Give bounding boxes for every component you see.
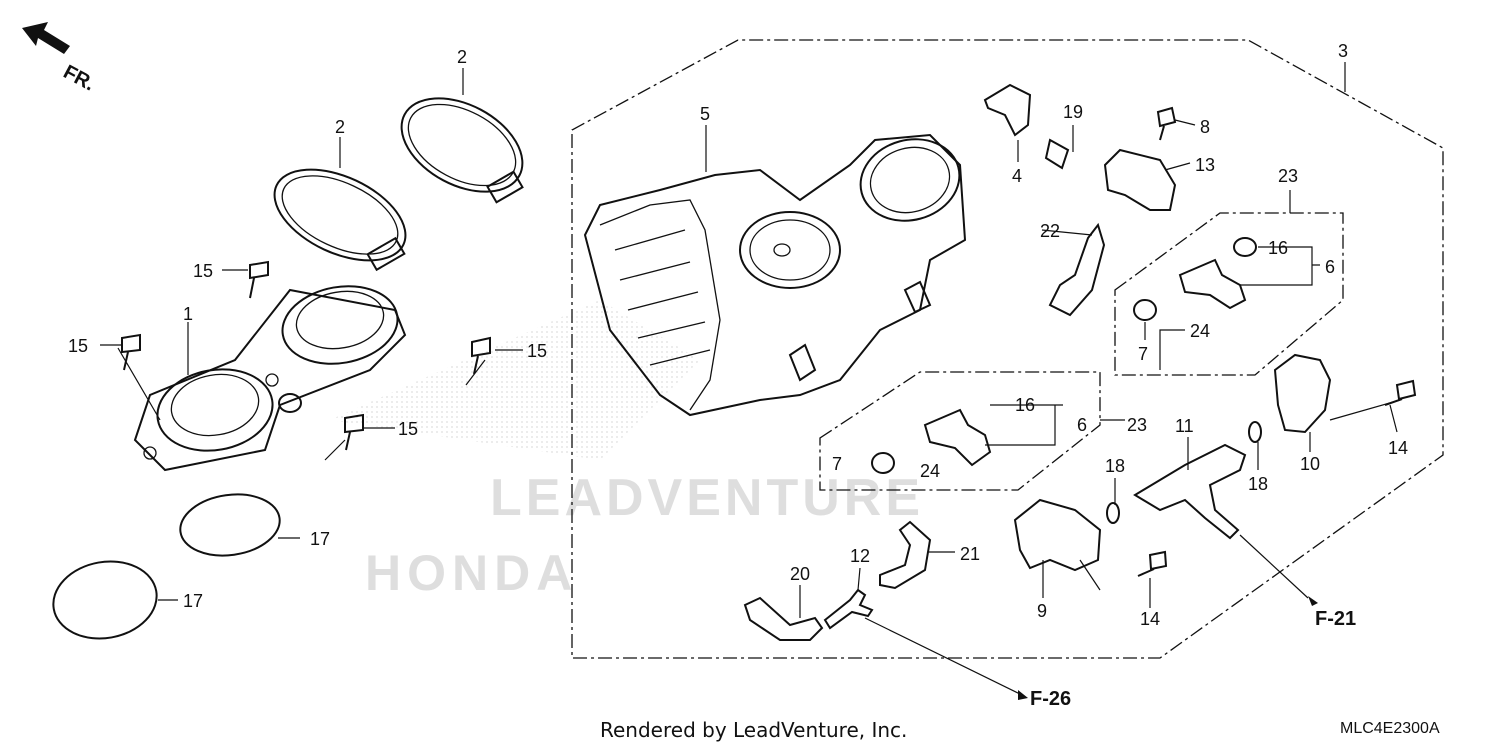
- throttle-body-part-5: [583, 133, 967, 417]
- callout-16-lower: 16: [1015, 395, 1035, 415]
- callout-7-upper: 7: [1138, 344, 1148, 364]
- o-ring-part-16-upper: [1233, 237, 1257, 257]
- callout-16-upper: 16: [1268, 238, 1288, 258]
- callout-17-upper: 17: [310, 529, 330, 549]
- callout-13: 13: [1195, 155, 1215, 175]
- callout-15-d: 15: [398, 419, 418, 439]
- callout-21: 21: [960, 544, 980, 564]
- clamp-part-2-lower: [273, 168, 407, 272]
- injector-subassembly-outline-upper: [1114, 212, 1344, 376]
- callout-17-lower: 17: [183, 591, 203, 611]
- clamp-part-2-upper: [400, 97, 524, 204]
- holder-part-9: [1013, 498, 1102, 572]
- injector-part-6-lower: [923, 408, 992, 467]
- injector-subassembly-outline-lower: [819, 371, 1101, 491]
- callout-24-upper: 24: [1190, 321, 1210, 341]
- bolt-part-19: [1044, 138, 1070, 170]
- callout-11: 11: [1175, 416, 1194, 436]
- washer-part-7-lower: [871, 452, 895, 474]
- callout-24-lower: 24: [920, 461, 940, 481]
- holder-part-10: [1273, 353, 1332, 434]
- hose-part-22: [1048, 222, 1106, 317]
- hose-part-21: [879, 520, 932, 590]
- reference-f26[interactable]: F-26: [1030, 688, 1071, 710]
- watermark-group: LEADVENTURE HONDA: [330, 300, 924, 601]
- front-direction-arrow: FR.: [22, 22, 98, 96]
- o-ring-part-18-left: [1106, 502, 1120, 524]
- callout-6-lower: 6: [1077, 415, 1087, 435]
- callout-2-upper: 2: [457, 47, 467, 67]
- front-label: FR.: [60, 61, 99, 96]
- callout-14-lower: 14: [1140, 609, 1160, 629]
- bolt-part-8: [1156, 106, 1177, 141]
- callout-14-right: 14: [1388, 438, 1408, 458]
- callout-20: 20: [790, 564, 810, 584]
- callout-10: 10: [1300, 454, 1320, 474]
- sensor-part-13: [1103, 148, 1177, 211]
- honda-wing-logo: [330, 300, 700, 460]
- washer-part-7-upper: [1133, 299, 1157, 321]
- joint-part-12: [823, 588, 874, 630]
- callout-8: 8: [1200, 117, 1210, 137]
- leadventure-watermark: LEADVENTURE: [490, 469, 924, 527]
- arrow-head-f26: [1018, 690, 1028, 700]
- callout-5: 5: [700, 104, 710, 124]
- bracket-part-4: [983, 83, 1032, 137]
- callout-18-right: 18: [1248, 474, 1268, 494]
- callout-3: 3: [1338, 41, 1348, 61]
- throttle-body-assembly-outline: [571, 39, 1444, 659]
- injector-part-6-upper: [1178, 258, 1247, 310]
- o-ring-part-18-right: [1248, 421, 1262, 443]
- callout-15-c: 15: [527, 341, 547, 361]
- callout-6-upper: 6: [1325, 257, 1335, 277]
- callout-23-lower: 23: [1127, 415, 1147, 435]
- callout-19: 19: [1063, 102, 1083, 122]
- callout-12: 12: [850, 546, 870, 566]
- bolt-part-14-lower: [1137, 550, 1168, 577]
- fuel-rail-part-11: [1133, 443, 1247, 540]
- hose-part-20: [743, 596, 824, 641]
- o-ring-part-17-upper: [179, 493, 281, 557]
- callout-15-b: 15: [68, 336, 88, 356]
- o-ring-part-16-lower: [278, 393, 302, 413]
- callout-9: 9: [1037, 601, 1047, 621]
- callout-15-a: 15: [193, 261, 213, 281]
- arrow-head-f21: [1308, 596, 1318, 606]
- callout-2-lower: 2: [335, 117, 345, 137]
- footer-credit: Rendered by LeadVenture, Inc.: [600, 718, 908, 742]
- callout-7-lower: 7: [832, 454, 842, 474]
- callout-labels: 2 2 3 4 5 19 8 13 23 22 16 6 24 7 15 15 …: [68, 41, 1408, 629]
- diagram-code: MLC4E2300A: [1340, 720, 1440, 737]
- reference-f21[interactable]: F-21: [1315, 608, 1356, 630]
- callout-18-left: 18: [1105, 456, 1125, 476]
- honda-watermark: HONDA: [365, 545, 578, 601]
- bolt-part-14-right: [1384, 379, 1417, 406]
- callout-22: 22: [1040, 221, 1060, 241]
- callout-4: 4: [1012, 166, 1022, 186]
- o-ring-part-17-lower: [52, 560, 158, 640]
- leader-lines: [100, 62, 1401, 696]
- callout-1: 1: [183, 304, 193, 324]
- callout-23-upper: 23: [1278, 166, 1298, 186]
- intake-insulator-part-1: [133, 285, 407, 472]
